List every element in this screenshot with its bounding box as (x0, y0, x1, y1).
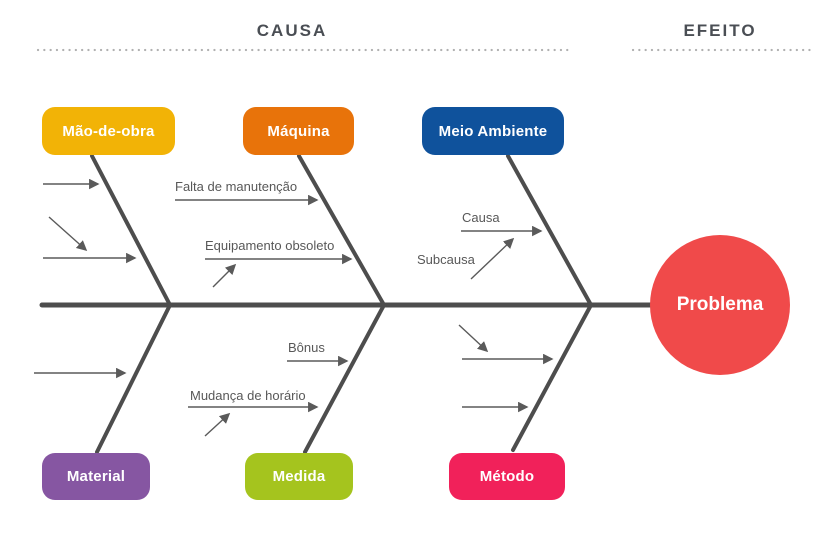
bone-medida (303, 303, 386, 454)
annotation-falta-de-manutencao: Falta de manutenção (175, 179, 298, 194)
annotation-subcausa: Subcausa (417, 252, 475, 267)
category-bones (90, 154, 593, 454)
effect-node-problema: Problema (650, 235, 790, 375)
bone-meio-ambiente (506, 154, 593, 307)
subcause-arrow (458, 324, 489, 353)
cause-arrows (34, 178, 554, 437)
efeito-zone-title: EFEITO (683, 21, 757, 40)
category-box-material: Material (42, 453, 150, 500)
category-box-medida: Medida (245, 453, 353, 500)
subcause-arrow (204, 412, 231, 437)
causa-zone-title: CAUSA (256, 21, 328, 40)
category-box-mao-de-obra: Mão-de-obra (42, 107, 175, 155)
bone-maquina (297, 154, 386, 307)
subcause-arrow (48, 216, 88, 252)
category-box-meio-ambiente: Meio Ambiente (422, 107, 564, 155)
annotation-bonus: Bônus (288, 340, 325, 355)
annotation-equipamento-obsoleto: Equipamento obsoleto (205, 238, 335, 253)
bone-metodo (511, 303, 593, 452)
bone-mao-de-obra (90, 154, 172, 307)
bone-material (95, 303, 172, 454)
subcause-arrow (212, 263, 237, 288)
annotation-causa: Causa (462, 210, 500, 225)
category-box-maquina: Máquina (243, 107, 354, 155)
annotation-mudanca-de-horario: Mudança de horário (190, 388, 306, 403)
category-box-metodo: Método (449, 453, 565, 500)
subcause-arrow (470, 237, 515, 280)
